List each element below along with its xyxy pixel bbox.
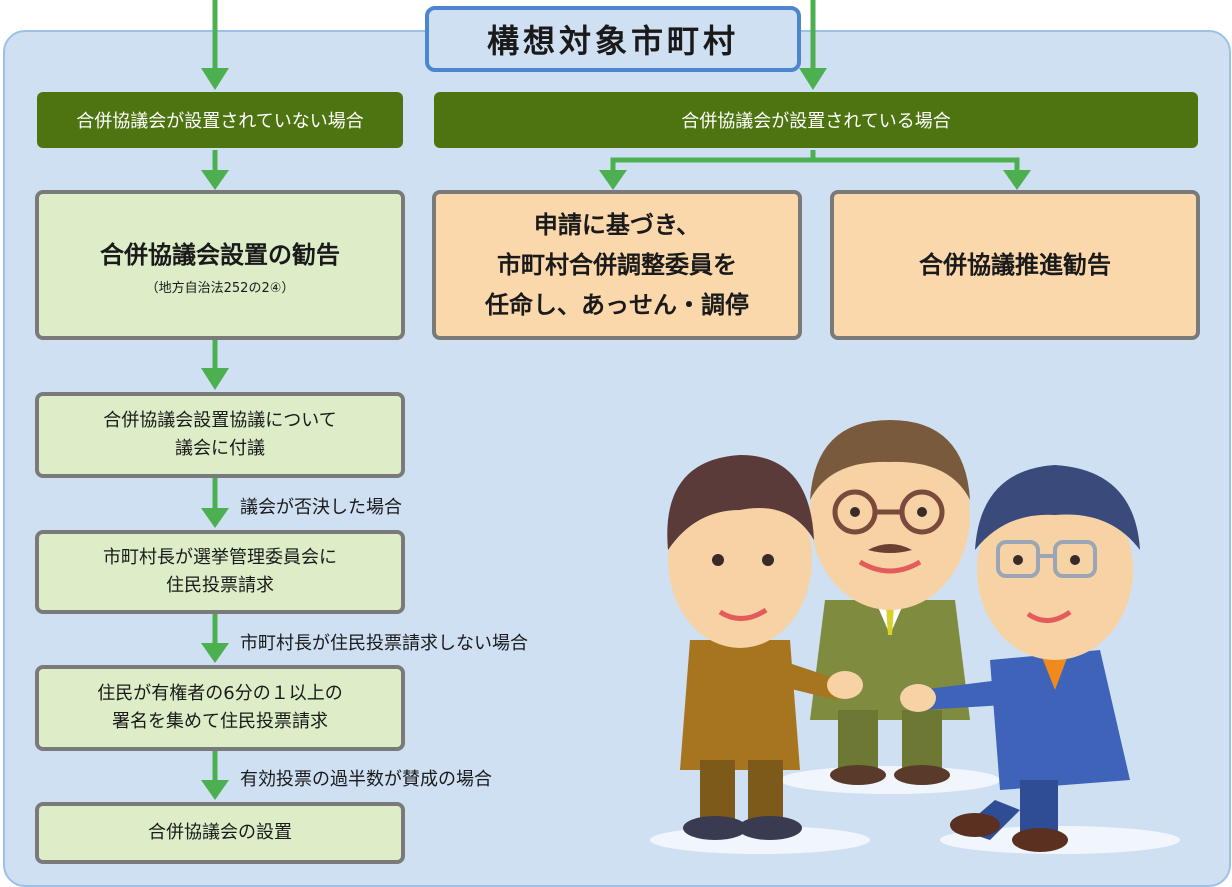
diagram-title: 構想対象市町村 [425, 6, 801, 72]
assembly-line-1: 合併協議会設置協議について [103, 410, 337, 431]
box-mayor-request: 市町村長が選挙管理委員会に 住民投票請求 [35, 530, 405, 614]
condition-no-request: 市町村長が住民投票請求しない場合 [240, 633, 528, 654]
mayor-request-line-2: 住民投票請求 [166, 575, 274, 596]
promotion-title: 合併協議推進勧告 [919, 251, 1111, 279]
box-residents-request: 住民が有権者の6分の１以上の 署名を集めて住民投票請求 [35, 665, 405, 751]
condition-majority: 有効投票の過半数が賛成の場合 [240, 769, 492, 790]
box-assembly: 合併協議会設置協議について 議会に付議 [35, 392, 405, 478]
box-promotion: 合併協議推進勧告 [830, 190, 1200, 340]
assembly-line-2: 議会に付議 [175, 438, 265, 459]
box-recommend-council: 合併協議会設置の勧告 （地方自治法252の2④） [35, 190, 405, 340]
establish-title: 合併協議会の設置 [148, 822, 292, 843]
recommend-title: 合併協議会設置の勧告 [100, 240, 340, 269]
branch-council-exists: 合併協議会が設置されている場合 [434, 92, 1198, 148]
officials-illustration [650, 420, 1180, 854]
mediation-line-1: 申請に基づき、 [533, 211, 701, 239]
mediation-line-3: 任命し、あっせん・調停 [485, 291, 749, 319]
condition-rejected: 議会が否決した場合 [240, 497, 402, 518]
residents-request-line-1: 住民が有権者の6分の１以上の [97, 683, 343, 704]
recommend-law-ref: （地方自治法252の2④） [145, 280, 295, 296]
branch-no-council: 合併協議会が設置されていない場合 [37, 92, 403, 148]
box-mediation: 申請に基づき、 市町村合併調整委員を 任命し、あっせん・調停 [432, 190, 802, 340]
mayor-request-line-1: 市町村長が選挙管理委員会に [103, 547, 337, 568]
mediation-line-2: 市町村合併調整委員を [497, 251, 737, 279]
residents-request-line-2: 署名を集めて住民投票請求 [112, 711, 328, 732]
box-establish-council: 合併協議会の設置 [35, 802, 405, 864]
